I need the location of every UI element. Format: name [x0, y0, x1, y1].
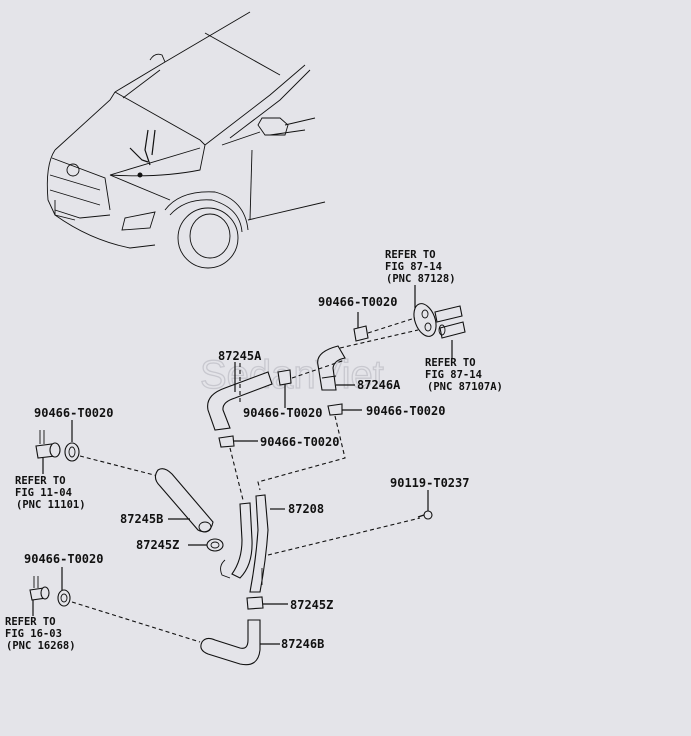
part-label-87245b[interactable]: 87245B: [120, 512, 163, 526]
part-label-87245z[interactable]: 87245Z: [136, 538, 179, 552]
part-label-87208[interactable]: 87208: [288, 502, 324, 516]
reference-line: (PNC 87128): [386, 273, 456, 285]
part-label-90466-t0020[interactable]: 90466-T0020: [260, 435, 339, 449]
hose-clamp: [327, 403, 343, 416]
reference-note[interactable]: REFER TO FIG 87-14 (PNC 87107A): [425, 357, 503, 393]
hose-clamp: [64, 442, 80, 462]
hose-87245a: [207, 371, 273, 431]
engine-outlet-pipe: [35, 430, 61, 459]
hose-87246a: [317, 345, 346, 391]
part-label-90466-t0020[interactable]: 90466-T0020: [34, 406, 113, 420]
part-label-87245a[interactable]: 87245A: [218, 349, 262, 363]
part-label-90466-t0020[interactable]: 90466-T0020: [24, 552, 103, 566]
bolt: [417, 510, 433, 520]
hose-clamp: [218, 435, 235, 448]
hose-clamp: [57, 589, 71, 607]
part-label-90466-t0020[interactable]: 90466-T0020: [243, 406, 322, 420]
reference-line: FIG 87-14: [425, 369, 482, 381]
heater-flange: [413, 303, 466, 339]
reference-line: REFER TO: [425, 357, 476, 369]
reference-line: (PNC 16268): [6, 640, 76, 652]
reference-note[interactable]: REFER TO FIG 16-03 (PNC 16268): [5, 616, 76, 652]
vehicle-illustration: [46, 11, 326, 269]
reference-note[interactable]: REFER TO FIG 87-14 (PNC 87128): [385, 249, 456, 285]
hose-87246b: [200, 619, 261, 666]
part-label-87246b[interactable]: 87246B: [281, 637, 324, 651]
hose-clamp: [277, 369, 292, 386]
reference-line: REFER TO: [15, 475, 66, 487]
part-label-90119-t0237[interactable]: 90119-T0237: [390, 476, 469, 490]
part-label-87245z[interactable]: 87245Z: [290, 598, 333, 612]
reference-line: (PNC 11101): [16, 499, 86, 511]
reference-line: REFER TO: [385, 249, 436, 261]
part-label-90466-t0020[interactable]: 90466-T0020: [366, 404, 445, 418]
clip-87245z: [246, 596, 264, 610]
reference-line: REFER TO: [5, 616, 56, 628]
hose-clamp: [353, 325, 369, 342]
reference-line: FIG 11-04: [15, 487, 72, 499]
part-label-90466-t0020[interactable]: 90466-T0020: [318, 295, 397, 309]
clip-87245z: [206, 538, 224, 552]
reference-note[interactable]: REFER TO FIG 11-04 (PNC 11101): [15, 475, 86, 511]
part-label-87246a[interactable]: 87246A: [357, 378, 401, 392]
reference-line: FIG 87-14: [385, 261, 442, 273]
throttle-body-pipe: [29, 576, 50, 601]
reference-line: FIG 16-03: [5, 628, 62, 640]
reference-line: (PNC 87107A): [427, 381, 503, 393]
pipe-87208: [220, 494, 269, 593]
